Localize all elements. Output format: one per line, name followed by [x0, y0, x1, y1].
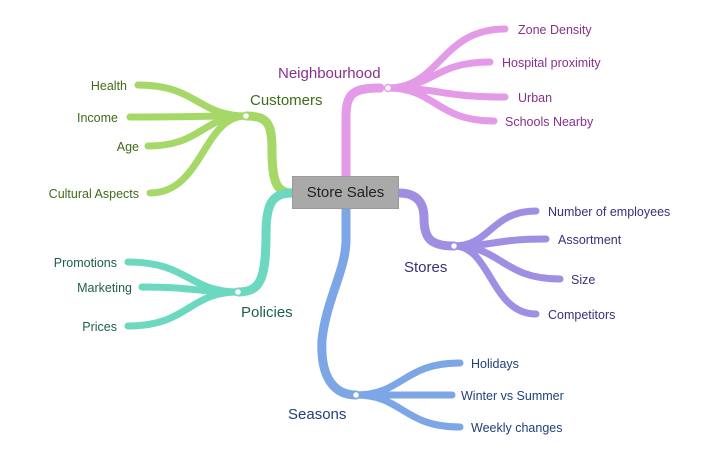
branch-label-customers[interactable]: Customers [250, 92, 323, 109]
leaf-label-neighbourhood-2[interactable]: Urban [518, 91, 552, 105]
branch-connector-neighbourhood [341, 83, 385, 183]
branch-hub-neighbourhood [383, 83, 393, 93]
branch-hub-stores [449, 241, 459, 251]
leaf-label-seasons-0[interactable]: Holidays [471, 357, 519, 371]
leaf-label-stores-2[interactable]: Size [571, 273, 595, 287]
leaf-connector-seasons-0 [352, 359, 464, 399]
leaf-label-policies-0[interactable]: Promotions [54, 256, 117, 270]
branch-connector-policies [233, 188, 297, 297]
leaf-label-stores-1[interactable]: Assortment [558, 233, 622, 247]
branch-connector-stores [394, 188, 459, 251]
leaf-label-customers-0[interactable]: Health [91, 79, 127, 93]
leaf-connector-neighbourhood-3 [384, 84, 498, 125]
branch-connector-customers [241, 111, 297, 198]
branch-label-seasons[interactable]: Seasons [288, 406, 346, 423]
leaf-connector-policies-2 [124, 288, 242, 330]
leaf-label-neighbourhood-1[interactable]: Hospital proximity [502, 56, 601, 70]
root-label: Store Sales [306, 184, 385, 201]
leaf-label-policies-1[interactable]: Marketing [77, 281, 132, 295]
leaf-label-customers-1[interactable]: Income [77, 111, 118, 125]
leaf-label-customers-2[interactable]: Age [117, 140, 139, 154]
leaf-connector-customers-0 [134, 81, 250, 120]
branch-label-policies[interactable]: Policies [241, 304, 293, 321]
leaf-label-neighbourhood-0[interactable]: Zone Density [518, 23, 592, 37]
branch-hub-policies [233, 287, 243, 297]
leaf-label-customers-3[interactable]: Cultural Aspects [49, 187, 139, 201]
branch-label-neighbourhood[interactable]: Neighbourhood [278, 65, 381, 82]
leaf-label-stores-0[interactable]: Number of employees [548, 205, 670, 219]
connectors [124, 25, 564, 431]
branch-label-stores[interactable]: Stores [404, 259, 447, 276]
leaf-label-neighbourhood-3[interactable]: Schools Nearby [505, 115, 594, 129]
branch-hub-customers [241, 111, 251, 121]
leaf-connector-stores-3 [450, 242, 540, 318]
branch-hub-seasons [351, 390, 361, 400]
leaf-connector-seasons-2 [352, 391, 464, 431]
leaf-label-seasons-2[interactable]: Weekly changes [471, 421, 563, 435]
branch-connector-seasons [317, 204, 361, 400]
leaf-label-stores-3[interactable]: Competitors [548, 308, 615, 322]
leaf-connector-neighbourhood-0 [384, 25, 509, 92]
leaf-label-policies-2[interactable]: Prices [82, 320, 117, 334]
root-node[interactable]: Store Sales [292, 176, 399, 209]
leaf-connector-customers-3 [146, 112, 250, 197]
leaf-label-seasons-1[interactable]: Winter vs Summer [461, 389, 564, 403]
